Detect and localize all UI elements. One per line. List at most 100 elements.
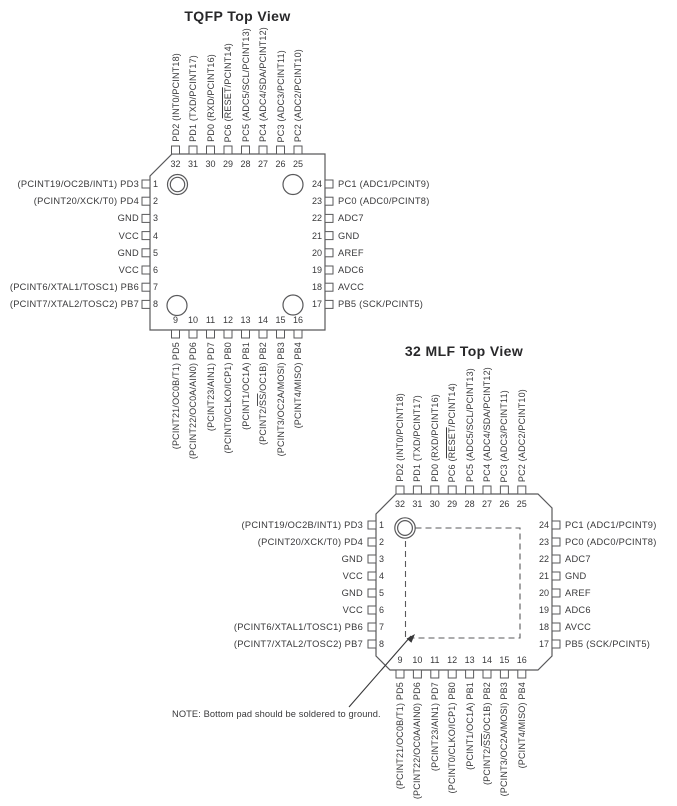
mlf-pin-5-label: GND bbox=[341, 588, 363, 598]
mlf-pin-30-stub bbox=[430, 485, 440, 495]
tqfp-corner-marker-icon bbox=[166, 294, 188, 317]
tqfp-pin-4-number: 4 bbox=[153, 230, 159, 241]
mlf-pin-13-label: (PCINT1/OC1A) PB1 bbox=[464, 682, 475, 770]
mlf-pin-17-stub bbox=[551, 639, 561, 649]
mlf-pin-11-label: (PCINT23/AIN1) PD7 bbox=[429, 682, 440, 772]
tqfp-pin-29-number: 29 bbox=[222, 159, 233, 169]
mlf-pin-31-label: PD1 (TXD/PCINT17) bbox=[412, 395, 423, 482]
mlf-pin-7-number: 7 bbox=[379, 622, 385, 632]
mlf-pin-17-label: PB5 (SCK/PCINT5) bbox=[565, 639, 651, 649]
tqfp-title: TQFP Top View bbox=[184, 8, 291, 24]
mlf-pin-16-stub bbox=[517, 669, 527, 679]
tqfp-pin-1-stub bbox=[141, 179, 151, 189]
tqfp-pin-26-label-wrap: PC3 (ADC3/PCINT11) bbox=[273, 50, 289, 142]
tqfp-pin-29-label: PC6 (RESET/PCINT14) bbox=[223, 42, 233, 142]
tqfp-pin-12-label: (PCINT0/CLKO/ICP1) PB0 bbox=[223, 342, 233, 454]
mlf-pin-5-stub bbox=[367, 588, 377, 598]
mlf-pin-32-label: PD2 (INT0/PCINT18) bbox=[395, 393, 405, 482]
mlf-pin-18-label: AVCC bbox=[565, 622, 592, 632]
mlf-pin-13-number: 13 bbox=[464, 655, 475, 665]
mlf-pin-9-label: (PCINT21/OC0B/T1) PD5 bbox=[395, 682, 405, 790]
tqfp-pin-8-label: (PCINT7/XTAL2/TOSC2) PB7 bbox=[9, 299, 139, 310]
tqfp-pin-16-label: (PCINT4/MISO) PB4 bbox=[293, 342, 303, 429]
tqfp-pin-31-number: 31 bbox=[187, 159, 198, 169]
tqfp-pin-7-stub bbox=[141, 282, 151, 292]
tqfp-pin-3-label: GND bbox=[117, 213, 139, 224]
mlf-pin-2-number: 2 bbox=[379, 537, 385, 547]
mlf-pin-27-label-wrap: PC4 (ADC4/SDA/PCINT12) bbox=[479, 367, 495, 482]
mlf-pin-31-number: 31 bbox=[412, 499, 423, 509]
tqfp-pin-4-label: VCC bbox=[118, 230, 139, 241]
tqfp-pin-31-stub bbox=[188, 145, 198, 155]
mlf-pin-10-stub bbox=[412, 669, 422, 679]
mlf-pin-32-number: 32 bbox=[394, 499, 405, 509]
tqfp-pin-18-stub bbox=[324, 282, 334, 292]
tqfp-pin-28-number: 28 bbox=[240, 159, 251, 169]
mlf-pin-24-stub bbox=[551, 520, 561, 530]
tqfp-pin-24-stub bbox=[324, 179, 334, 189]
tqfp-pin-5-label: GND bbox=[117, 247, 139, 258]
mlf-pin-25-stub bbox=[517, 485, 527, 495]
mlf-pin-31-label-wrap: PD1 (TXD/PCINT17) bbox=[409, 395, 425, 482]
mlf-pin-24-label: PC1 (ADC1/PCINT9) bbox=[565, 520, 657, 530]
mlf-pin-25-label-wrap: PC2 (ADC2/PCINT10) bbox=[514, 389, 530, 482]
mlf-pin-24-number: 24 bbox=[538, 520, 549, 530]
mlf-pin-28-number: 28 bbox=[464, 499, 475, 509]
mlf-pin-25-number: 25 bbox=[516, 499, 527, 509]
tqfp-corner-marker-icon bbox=[282, 173, 304, 196]
tqfp-pin-25-label-wrap: PC2 (ADC2/PCINT10) bbox=[290, 49, 306, 142]
tqfp-pin-21-stub bbox=[324, 231, 334, 241]
tqfp-pin-30-label: PD0 (RXD/PCINT16) bbox=[205, 54, 216, 142]
mlf-pin-14-number: 14 bbox=[481, 655, 492, 665]
mlf-pin-29-label: PC6 (RESET/PCINT14) bbox=[447, 382, 458, 482]
tqfp-pin-23-stub bbox=[324, 196, 334, 206]
tqfp-pin-20-number: 20 bbox=[311, 247, 322, 258]
tqfp-pin-6-stub bbox=[141, 265, 151, 275]
mlf-exposed-pad bbox=[404, 527, 521, 639]
tqfp-pin-6-number: 6 bbox=[153, 265, 159, 275]
mlf-pin-28-stub bbox=[465, 485, 475, 495]
tqfp-pin-14-number: 14 bbox=[257, 315, 268, 325]
overline-text: SS bbox=[482, 733, 492, 746]
tqfp-pin-14-label-wrap: (PCINT2/SS/OC1B) PB2 bbox=[255, 342, 271, 445]
mlf-pin-20-number: 20 bbox=[538, 588, 549, 598]
tqfp-pin-12-number: 12 bbox=[222, 315, 233, 325]
mlf-pin-18-stub bbox=[551, 622, 561, 632]
mlf-pin-12-label: (PCINT0/CLKO/ICP1) PB0 bbox=[447, 682, 458, 794]
tqfp-pin-14-label: (PCINT2/SS/OC1B) PB2 bbox=[258, 342, 268, 446]
mlf-pin-13-stub bbox=[465, 669, 475, 679]
tqfp-pin-19-stub bbox=[324, 265, 334, 275]
mlf-pin-26-label-wrap: PC3 (ADC3/PCINT11) bbox=[496, 390, 512, 482]
tqfp-pin-25-stub bbox=[293, 145, 303, 155]
mlf-pin-20-label: AREF bbox=[565, 588, 591, 598]
mlf-pin-12-number: 12 bbox=[447, 655, 458, 665]
tqfp-pin-15-label: (PCINT3/OC2A/MOSI) PB3 bbox=[275, 342, 286, 457]
mlf-pin-1-label: (PCINT19/OC2B/INT1) PD3 bbox=[241, 520, 363, 530]
tqfp-pin-28-label-wrap: PC5 (ADC5/SCL/PCINT13) bbox=[238, 28, 254, 142]
pin-stub-layer bbox=[141, 145, 561, 679]
mlf-pin-10-label-wrap: (PCINT22/OC0A/AIN0) PD6 bbox=[409, 682, 425, 799]
tqfp-pin-19-number: 19 bbox=[311, 265, 322, 275]
tqfp-pin-10-stub bbox=[188, 329, 198, 339]
tqfp-pin-25-label: PC2 (ADC2/PCINT10) bbox=[293, 48, 303, 142]
tqfp-pin-12-label-wrap: (PCINT0/CLKO/ICP1) PB0 bbox=[220, 342, 236, 453]
mlf-pin-9-number: 9 bbox=[397, 655, 403, 665]
mlf-pin-28-label: PC5 (ADC5/SCL/PCINT13) bbox=[464, 368, 475, 482]
tqfp-pin-16-number: 16 bbox=[292, 315, 303, 325]
mlf-pin-21-stub bbox=[551, 571, 561, 581]
mlf-pin1-marker-inner-icon bbox=[397, 519, 414, 536]
tqfp-pin-4-stub bbox=[141, 231, 151, 241]
tqfp-pin-29-label-wrap: PC6 (RESET/PCINT14) bbox=[220, 43, 236, 142]
mlf-pin-9-label-wrap: (PCINT21/OC0B/T1) PD5 bbox=[392, 682, 408, 789]
tqfp-pin-31-label-wrap: PD1 (TXD/PCINT17) bbox=[185, 55, 201, 142]
mlf-pin-29-stub bbox=[447, 485, 457, 495]
tqfp-pin-9-label-wrap: (PCINT21/OC0B/T1) PD5 bbox=[168, 342, 184, 449]
tqfp-pin-13-label: (PCINT1/OC1A) PB1 bbox=[240, 342, 251, 430]
tqfp-pin-15-number: 15 bbox=[275, 315, 286, 325]
mlf-pin-6-label: VCC bbox=[342, 605, 363, 615]
mlf-pin-2-stub bbox=[367, 537, 377, 547]
mlf-pin-19-stub bbox=[551, 605, 561, 615]
tqfp-pin-27-stub bbox=[258, 145, 268, 155]
tqfp-pin-24-label: PC1 (ADC1/PCINT9) bbox=[338, 179, 430, 189]
